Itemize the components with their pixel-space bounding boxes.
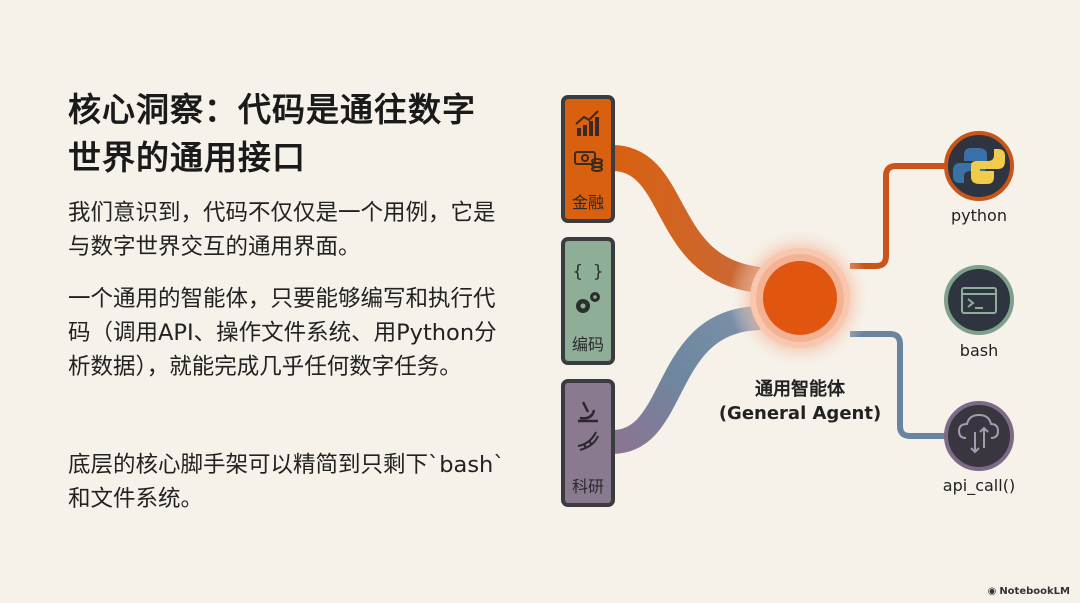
python-icon (953, 148, 1005, 184)
notebooklm-logo-icon: ◉ (987, 586, 997, 597)
tool-node-api (944, 401, 1014, 471)
flow-finance (610, 145, 762, 293)
agent-name: 通用智能体 (755, 379, 845, 400)
tool-node-bash (944, 265, 1014, 335)
brand-name: NotebookLM (999, 586, 1070, 597)
microscope-icon (578, 401, 598, 423)
tool-node-python (944, 131, 1014, 201)
domain-label-finance: 金融 (571, 193, 604, 212)
flow-api (850, 331, 948, 439)
paragraph-scaffold: 底层的核心脚手架可以精简到只剩下`bash`和文件系统。 (68, 452, 505, 512)
agent-core (763, 261, 837, 335)
dna-icon (577, 431, 599, 451)
flow-research (610, 306, 761, 454)
brand-watermark: ◉ NotebookLM (988, 586, 1070, 597)
paragraph-insight: 我们意识到，代码不仅仅是一个用例，它是与数字世界交互的通用界面。 (68, 200, 496, 260)
tool-label-bash: bash (959, 341, 999, 360)
agent-label: 通用智能体 (General Agent) (710, 378, 890, 426)
agent-subtitle: (General Agent) (718, 403, 882, 424)
tool-label-api: api_call() (942, 476, 1016, 495)
paragraph-general-agent: 一个通用的智能体，只要能够编写和执行代码（调用API、操作文件系统、用Pytho… (68, 286, 497, 380)
domain-label-research: 科研 (571, 477, 604, 496)
braces-icon: { } (573, 262, 604, 282)
terminal-icon (961, 287, 997, 314)
flow-python (850, 163, 948, 269)
domain-label-coding: 编码 (571, 335, 604, 354)
gears-icon (576, 292, 600, 313)
tool-label-python: python (951, 206, 1007, 225)
chart-up-icon (575, 110, 599, 136)
domain-panel-finance (561, 95, 615, 223)
domain-panel-coding: { } (561, 237, 615, 365)
slide-title: 核心洞察：代码是通往数字世界的通用接口 (68, 90, 476, 177)
cloud-sync-icon (957, 413, 1000, 454)
domain-panel-research (561, 379, 615, 507)
money-coins-icon (574, 151, 603, 172)
